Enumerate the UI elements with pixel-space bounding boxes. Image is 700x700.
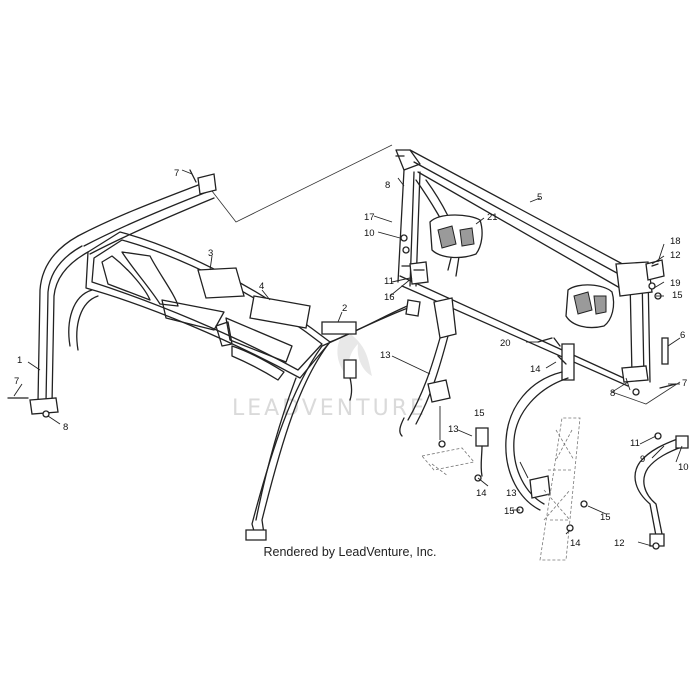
seat-belt-center [399,297,457,437]
decal-3 [197,267,245,299]
callout-12-top: 12 [670,250,681,261]
callout-20: 20 [500,338,511,349]
seat-belt-buckle-left [343,359,357,401]
decal-6 [661,337,669,365]
callout-4: 4 [259,281,264,292]
callout-14-top: 14 [530,364,541,375]
callout-8-right: 8 [610,388,615,399]
callout-18: 18 [670,236,681,247]
rear-roll-cage [395,149,653,387]
seat-outline [539,417,581,561]
callout-3: 3 [208,248,213,259]
callout-13-right: 13 [506,488,517,499]
callout-15-bottom: 15 [600,512,611,523]
callout-19: 19 [670,278,681,289]
decal-4 [249,295,311,329]
callout-1: 1 [17,355,22,366]
callout-15-right: 15 [672,290,683,301]
callout-9: 9 [640,454,645,465]
seat-belt-right [505,343,575,511]
floor-bracket-center [421,440,482,482]
callout-5: 5 [537,192,542,203]
watermark-text: LEADVENTURE [232,396,427,421]
callout-15-lower: 15 [504,506,515,517]
callout-17: 17 [364,212,375,223]
decal-2 [321,321,357,335]
callout-8-left: 8 [63,422,68,433]
callout-2: 2 [342,303,347,314]
callout-10-right: 10 [678,462,689,473]
callout-7-right: 7 [682,378,687,389]
bracket-18 [645,259,665,281]
callout-14-bottom: 14 [570,538,581,549]
callout-14-center: 14 [476,488,487,499]
callout-11: 11 [384,276,394,287]
grab-bar [634,435,689,547]
callout-10: 10 [364,228,375,239]
callout-6: 6 [680,330,685,341]
callout-21: 21 [487,212,498,223]
leader-connector-top [204,144,393,223]
leader-lines [13,169,683,547]
callout-15-center: 15 [474,408,485,419]
callout-12-bottom: 12 [614,538,625,549]
leader-connector-right [611,381,681,405]
front-roll-cage [29,173,421,541]
callout-7-left: 7 [14,376,19,387]
callout-labels: 1 2 3 4 5 6 7 7 7 8 8 8 9 10 10 11 11 12… [14,168,689,549]
callout-11-right: 11 [630,438,640,449]
callout-13-left: 13 [380,350,391,361]
callout-8-top: 8 [385,180,390,191]
callout-16: 16 [384,292,395,303]
callout-7-top: 7 [174,168,179,179]
seat-belt-buckle-center [475,427,489,477]
callout-13-center: 13 [448,424,459,435]
rendered-by-credit: Rendered by LeadVenture, Inc. [263,545,437,559]
